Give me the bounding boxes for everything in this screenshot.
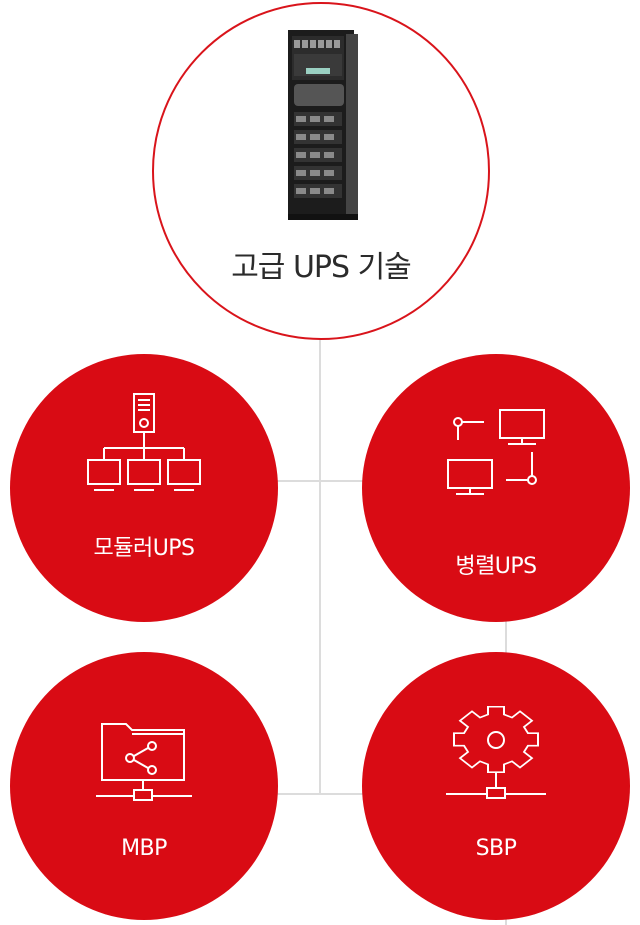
node-label-modular-ups: 모듈러UPS: [93, 536, 195, 561]
node-parallel-ups[interactable]: 병렬UPS: [362, 354, 630, 622]
node-mbp[interactable]: MBP: [10, 652, 278, 920]
node-label-mbp: MBP: [121, 836, 167, 861]
connector-trunk: [319, 340, 321, 795]
network-hierarchy-icon: [87, 393, 201, 491]
node-modular-ups[interactable]: 모듈러UPS: [10, 354, 278, 622]
folder-share-icon: [96, 723, 192, 801]
node-label-sbp: SBP: [475, 836, 517, 861]
node-sbp[interactable]: SBP: [362, 652, 630, 920]
ups-rack-image: [288, 30, 358, 220]
parallel-monitors-icon: [447, 409, 545, 495]
center-title: 고급 UPS 기술: [231, 250, 412, 285]
connector-row1: [270, 480, 368, 482]
node-label-parallel-ups: 병렬UPS: [455, 554, 537, 579]
gear-network-icon: [446, 706, 546, 799]
connector-row2: [270, 793, 368, 795]
center-circle: 고급 UPS 기술: [152, 2, 490, 340]
